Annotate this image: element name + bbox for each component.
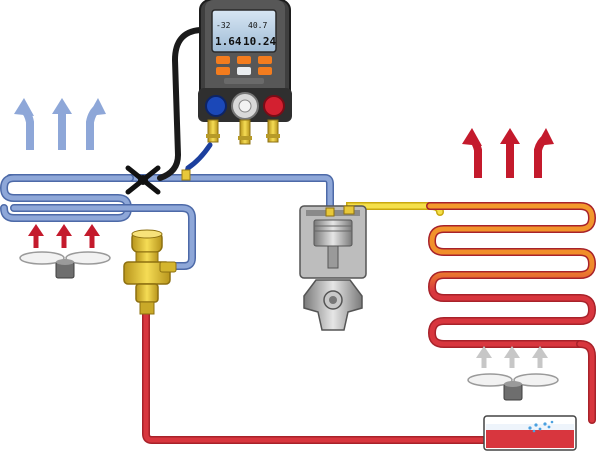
arrow-up-icon (52, 98, 72, 150)
gauge-display-bottom-left: 1.64 (215, 35, 242, 48)
gauge-display-top-left: -32 (216, 21, 231, 30)
arrow-up-icon (84, 224, 100, 248)
liquid-line (142, 308, 489, 444)
compressor-icon (299, 205, 367, 331)
arrow-up-icon (534, 128, 554, 178)
condenser-air-in-arrows (476, 346, 548, 368)
arrow-up-icon (14, 98, 34, 150)
evaporator-coil (0, 174, 196, 270)
arrow-up-icon (86, 98, 106, 150)
expansion-valve (123, 229, 177, 315)
condenser-air-out-arrows (462, 128, 554, 178)
condenser-fan (467, 373, 559, 401)
receiver (483, 415, 577, 451)
arrow-up-icon (28, 224, 44, 248)
suction-line (6, 174, 334, 216)
gauge-keypad (216, 56, 272, 84)
evaporator-fan (19, 251, 111, 279)
arrow-up-icon (476, 346, 492, 368)
arrow-up-icon (532, 346, 548, 368)
evaporator-air-out-arrows (14, 98, 106, 150)
gauge-display-bottom-right: 10.24 (243, 35, 276, 48)
fan-icon (467, 373, 559, 401)
gauge-hoses (125, 27, 213, 195)
receiver-icon (483, 415, 577, 451)
fan-icon (19, 251, 111, 279)
manifold-gauge-icon: -32 40.7 1.64 10.24 (198, 0, 292, 145)
arrow-up-icon (500, 128, 520, 178)
arrow-up-icon (56, 224, 72, 248)
arrow-up-icon (504, 346, 520, 368)
expansion-valve-icon (123, 229, 177, 315)
gauge-display-top-right: 40.7 (248, 21, 267, 30)
arrow-up-icon (462, 128, 482, 178)
compressor (299, 205, 367, 331)
condenser-coil (426, 202, 597, 424)
evaporator-air-in-arrows (28, 224, 100, 248)
